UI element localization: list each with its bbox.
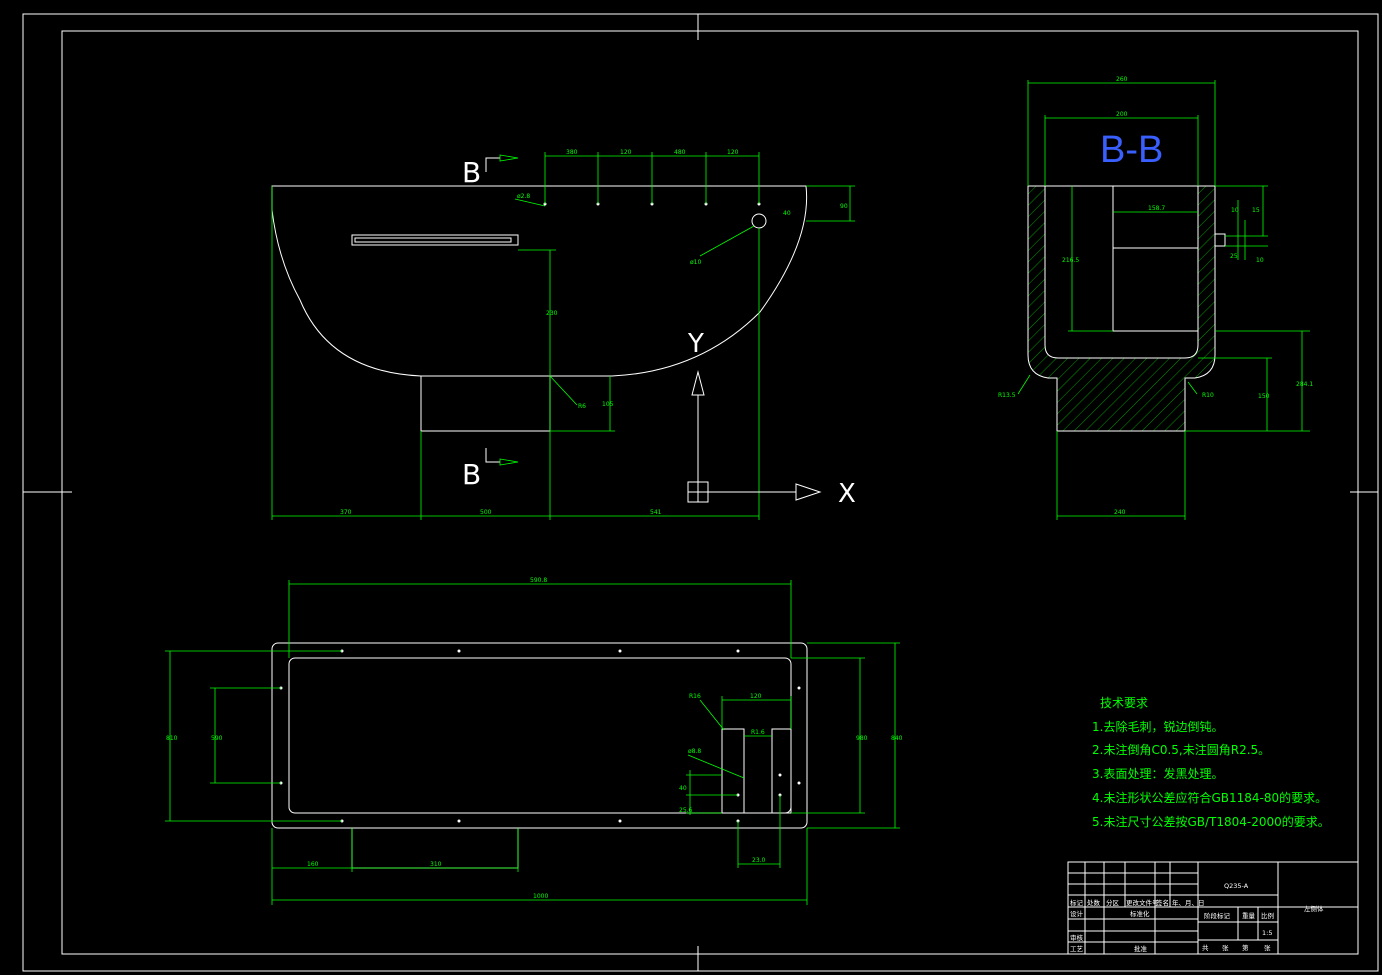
svg-text:40: 40 — [679, 785, 687, 792]
svg-text:年、月、日: 年、月、日 — [1172, 898, 1205, 907]
main-view: B B Y X 380 120 480 120 ø2.8 90 40 — [271, 149, 856, 520]
svg-text:160: 160 — [307, 861, 319, 868]
section-title: B-B — [1100, 129, 1163, 171]
plate-inner — [288, 657, 792, 814]
inner-insert — [1112, 185, 1199, 332]
svg-text:ø10: ø10 — [690, 259, 701, 266]
axis-y-label: Y — [687, 329, 704, 359]
svg-text:处数: 处数 — [1087, 898, 1101, 907]
svg-text:40: 40 — [783, 210, 791, 217]
svg-text:张: 张 — [1222, 943, 1229, 952]
svg-text:216.5: 216.5 — [1062, 257, 1079, 264]
svg-text:541: 541 — [650, 509, 662, 516]
svg-text:90: 90 — [840, 203, 848, 210]
svg-text:500: 500 — [480, 509, 492, 516]
svg-text:审核: 审核 — [1070, 933, 1084, 942]
svg-text:标记: 标记 — [1070, 898, 1084, 907]
title-block: Q235-A 左侧体 标记 处数 分区 更改文件号 签名 年、月、日 设计 标准… — [1067, 861, 1359, 955]
svg-text:370: 370 — [340, 509, 352, 516]
coordinate-axes: Y X — [687, 329, 856, 509]
svg-text:120: 120 — [727, 149, 739, 156]
centering-marks — [23, 14, 1378, 971]
svg-text:批准: 批准 — [1134, 944, 1148, 953]
svg-text:120: 120 — [620, 149, 632, 156]
svg-text:设计: 设计 — [1070, 909, 1084, 918]
svg-text:签名: 签名 — [1156, 898, 1169, 907]
svg-text:第: 第 — [1242, 943, 1249, 952]
large-hole — [751, 213, 767, 229]
technical-requirements: 技术要求 1.去除毛刺，锐边倒钝。 2.未注倒角C0.5,未注圆角R2.5。 3… — [1092, 696, 1330, 829]
tech-line-2: 2.未注倒角C0.5,未注圆角R2.5。 — [1092, 742, 1270, 757]
plan-dimension-texts: 590.8 810 590 980 840 R16 120 R1.6 ø8.8 … — [166, 577, 903, 900]
section-mark-top: B — [462, 156, 481, 189]
svg-text:10: 10 — [1256, 257, 1264, 264]
tech-heading: 技术要求 — [1100, 696, 1148, 710]
svg-text:1000: 1000 — [533, 893, 548, 900]
section-view-bb: B-B — [998, 76, 1313, 520]
svg-text:23.0: 23.0 — [752, 857, 766, 864]
section-hatch — [1027, 185, 1216, 432]
svg-text:R13.5: R13.5 — [998, 392, 1016, 399]
svg-text:工艺: 工艺 — [1070, 945, 1084, 953]
svg-text:590: 590 — [211, 735, 223, 742]
tech-line-1: 1.去除毛刺，锐边倒钝。 — [1092, 719, 1223, 734]
tech-line-3: 3.表面处理：发黑处理。 — [1092, 766, 1223, 781]
svg-text:分区: 分区 — [1106, 898, 1120, 907]
svg-text:480: 480 — [674, 149, 686, 156]
svg-text:ø2.8: ø2.8 — [517, 193, 530, 200]
tech-line-4: 4.未注形状公差应符合GB1184-80的要求。 — [1092, 790, 1327, 805]
svg-text:120: 120 — [750, 693, 762, 700]
plate-outer — [271, 642, 808, 829]
section-mark-bottom: B — [462, 458, 481, 491]
svg-text:840: 840 — [891, 735, 903, 742]
main-dimension-texts: 380 120 480 120 ø2.8 90 40 ø10 230 R6 10… — [340, 149, 848, 516]
svg-text:260: 260 — [1116, 76, 1128, 83]
material: Q235-A — [1224, 882, 1249, 890]
svg-text:200: 200 — [1116, 111, 1128, 118]
svg-text:阶段标记: 阶段标记 — [1204, 911, 1231, 920]
svg-text:25.6: 25.6 — [679, 807, 693, 814]
svg-text:10: 10 — [1231, 207, 1239, 214]
svg-text:R6: R6 — [578, 403, 586, 410]
svg-text:标准化: 标准化 — [1130, 909, 1150, 918]
svg-text:R1.6: R1.6 — [751, 729, 765, 736]
svg-text:310: 310 — [430, 861, 442, 868]
main-base — [420, 375, 551, 432]
tech-line-5: 5.未注尺寸公差按GB/T1804-2000的要求。 — [1092, 814, 1330, 829]
svg-text:150: 150 — [1258, 393, 1270, 400]
plan-view: 590.8 810 590 980 840 R16 120 R1.6 ø8.8 … — [165, 577, 903, 905]
slot-inner — [354, 237, 512, 243]
slot-outer — [351, 234, 519, 246]
svg-text:比例: 比例 — [1261, 911, 1274, 920]
svg-text:230: 230 — [546, 310, 558, 317]
svg-text:张: 张 — [1264, 943, 1271, 952]
svg-text:284.1: 284.1 — [1296, 381, 1313, 388]
axis-x-label: X — [838, 479, 856, 509]
svg-text:980: 980 — [856, 735, 868, 742]
svg-text:158.7: 158.7 — [1148, 205, 1165, 212]
main-body-outline — [271, 185, 808, 377]
svg-text:R10: R10 — [1202, 392, 1214, 399]
svg-text:ø8.8: ø8.8 — [688, 748, 701, 755]
part-name: 左侧体 — [1304, 904, 1324, 913]
svg-text:25: 25 — [1230, 253, 1238, 260]
svg-text:240: 240 — [1114, 509, 1126, 516]
svg-text:R16: R16 — [689, 693, 701, 700]
svg-text:590.8: 590.8 — [530, 577, 547, 584]
svg-text:15: 15 — [1252, 207, 1260, 214]
svg-text:810: 810 — [166, 735, 178, 742]
svg-text:更改文件号: 更改文件号 — [1126, 898, 1159, 907]
svg-text:1:5: 1:5 — [1262, 929, 1272, 937]
svg-text:105: 105 — [602, 401, 614, 408]
svg-text:重量: 重量 — [1242, 912, 1256, 920]
section-dimension-texts: 260 200 158.7 10 15 25 10 216.5 284.1 15… — [998, 76, 1313, 516]
section-marks: B B — [462, 154, 519, 491]
svg-text:共: 共 — [1202, 943, 1209, 952]
svg-text:380: 380 — [566, 149, 578, 156]
